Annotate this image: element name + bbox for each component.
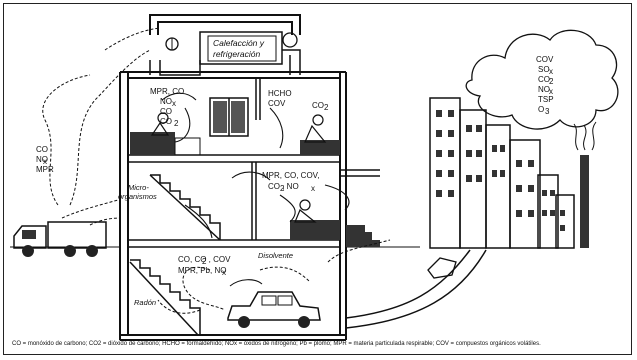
- road: [345, 249, 471, 319]
- person-upper-right: [304, 114, 327, 143]
- desk-mid-right: [290, 220, 340, 240]
- house: [10, 14, 420, 341]
- radon-label: Radón: [134, 298, 156, 307]
- outdoor-no: NO: [36, 155, 48, 164]
- svg-text:x: x: [222, 268, 226, 277]
- basement-line2: MPR, Pb, NO: [178, 266, 226, 275]
- micro-line1: Micro-: [128, 183, 149, 192]
- industry-cov: COV: [536, 55, 554, 64]
- svg-text:x: x: [549, 67, 553, 76]
- svg-text:x: x: [311, 184, 315, 193]
- car-road: [427, 257, 457, 279]
- hvac-label-line2: refrigeración: [213, 49, 261, 59]
- svg-text:x: x: [549, 87, 553, 96]
- stairs-basement: [130, 259, 201, 335]
- desk-upper-left: [130, 132, 175, 155]
- caption: CO = monóxido de carbono; CO2 = dióxido …: [12, 341, 541, 347]
- svg-text:x: x: [43, 157, 47, 166]
- svg-text:2: 2: [202, 257, 207, 266]
- airflow-arrows: [161, 92, 350, 287]
- hvac-label-line1: Calefacción y: [213, 38, 265, 48]
- truck: [13, 221, 107, 257]
- hvac-unit: [199, 31, 283, 65]
- desk-upper-right: [300, 140, 340, 155]
- outdoor-mpr: MPR: [36, 165, 54, 174]
- upper-left-line3: CO: [160, 107, 172, 116]
- upper-right-cov: COV: [268, 99, 286, 108]
- basement-line1: CO, CO , COV: [178, 255, 231, 264]
- svg-text:2: 2: [280, 184, 285, 193]
- hvac-label-box: [207, 35, 277, 62]
- outdoor-steps: [346, 225, 380, 247]
- svg-text:3: 3: [545, 107, 550, 116]
- upper-floor-slab: [127, 154, 341, 163]
- mid-right-line2: CO , NO: [268, 182, 299, 191]
- svg-text:2: 2: [174, 119, 179, 128]
- svg-text:2: 2: [324, 103, 329, 112]
- disolvente-label: Disolvente: [258, 251, 293, 260]
- mid-right-line1: MPR, CO, COV,: [262, 171, 320, 180]
- fan-right-icon: [282, 32, 298, 48]
- svg-text:x: x: [172, 99, 176, 108]
- industry-so: SO: [538, 65, 550, 74]
- person-mid-right: [294, 199, 317, 223]
- car-basement: [227, 291, 321, 328]
- pollution-cloud: [465, 29, 619, 130]
- city-buildings: [345, 29, 619, 329]
- smokestack: [580, 155, 589, 248]
- middle-floor-slab: [127, 239, 341, 248]
- micro-line2: organismos: [118, 192, 157, 201]
- svg-text:2: 2: [549, 77, 554, 86]
- upper-left-line4: CO: [160, 117, 172, 126]
- industry-co: CO: [538, 75, 550, 84]
- upper-left-line2: NO: [160, 97, 172, 106]
- roof-duct-outer: [149, 14, 301, 35]
- labels: Calefacción y refrigeración CO NO x MPR …: [36, 38, 554, 307]
- roof-duct-inner: [157, 21, 293, 35]
- image-border: [3, 3, 632, 355]
- upper-left-line1: MPR, CO: [150, 87, 184, 96]
- person-upper-left: [150, 112, 170, 136]
- industry-tsp: TSP: [538, 95, 554, 104]
- upper-right-co2: CO: [312, 101, 324, 110]
- stairs-middle: [150, 174, 221, 240]
- upper-right-hcho: HCHO: [268, 89, 292, 98]
- airflow-paths: [42, 27, 391, 314]
- outdoor-co: CO: [36, 145, 48, 154]
- industry-o3: O: [538, 105, 544, 114]
- industry-no: NO: [538, 85, 550, 94]
